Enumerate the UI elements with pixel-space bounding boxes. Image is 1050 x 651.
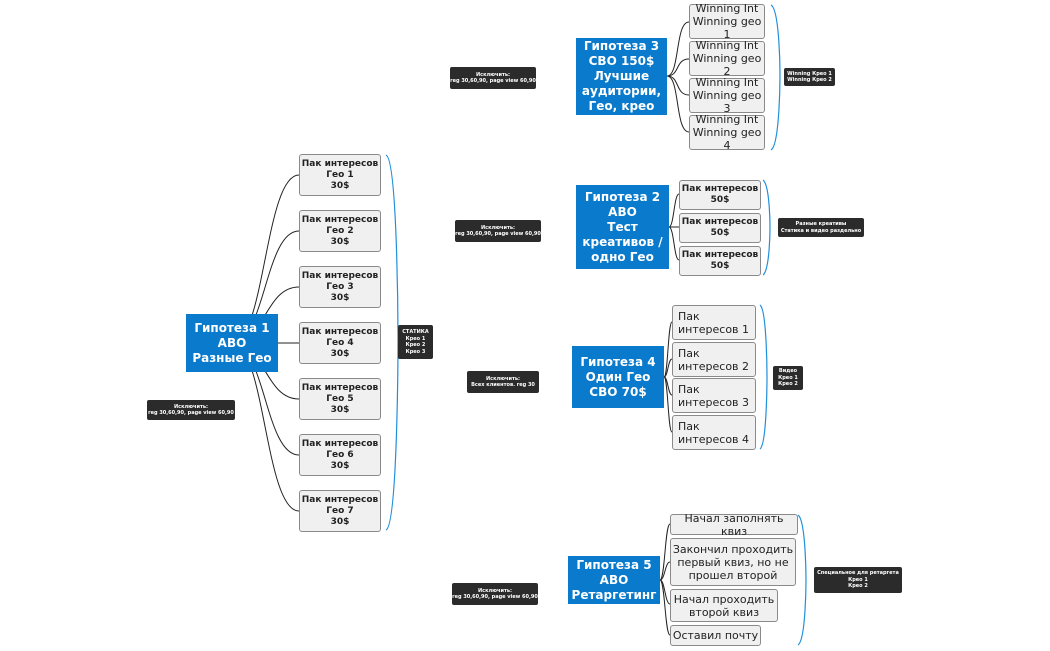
h1-item-6[interactable]: Пак интересов Гео 6 30$ <box>299 434 381 476</box>
hypothesis-4-creative-label: Видео Крео 1 Крео 2 <box>773 366 803 390</box>
h5-item-1[interactable]: Начал заполнять квиз <box>670 512 798 538</box>
h4-item-1[interactable]: Пак интересов 1 <box>672 305 756 340</box>
hypothesis-5-creative-label: Специальное для ретаргета Крео 1 Крео 2 <box>814 567 902 593</box>
hypothesis-4-node[interactable]: Гипотеза 4 Один Гео СВО 70$ <box>572 346 664 408</box>
h4-item-3[interactable]: Пак интересов 3 <box>672 378 756 413</box>
h3-item-2[interactable]: Winning Int Winning geo 2 <box>689 39 765 78</box>
h2-item-1[interactable]: Пак интересов 50$ <box>679 180 761 210</box>
hypothesis-3-exclude-note: Исключить: reg 30,60,90, page view 60,90 <box>450 67 536 89</box>
h3-item-4[interactable]: Winning Int Winning geo 4 <box>689 113 765 152</box>
hypothesis-2-creative-label: Разные креативы Статика и видео раздельн… <box>778 218 864 237</box>
hypothesis-2-exclude-note: Исключить: reg 30,60,90, page view 60,90 <box>455 220 541 242</box>
h1-item-2[interactable]: Пак интересов Гео 2 30$ <box>299 210 381 252</box>
hypothesis-3-node[interactable]: Гипотеза 3 СВО 150$ Лучшие аудитории, Ге… <box>576 38 667 115</box>
hypothesis-1-node[interactable]: Гипотеза 1 АВО Разные Гео <box>186 314 278 372</box>
h4-item-2[interactable]: Пак интересов 2 <box>672 342 756 377</box>
h2-item-3[interactable]: Пак интересов 50$ <box>679 246 761 276</box>
hypothesis-1-exclude-note: Исключить: reg 30,60,90, page view 60,90 <box>147 400 235 420</box>
hypothesis-1-creative-label: СТАТИКА Крео 1 Крео 2 Крео 3 <box>398 325 433 359</box>
h3-item-1[interactable]: Winning Int Winning geo 1 <box>689 2 765 41</box>
h5-item-4[interactable]: Оставил почту <box>670 625 761 646</box>
h5-item-2[interactable]: Закончил проходить первый квиз, но не пр… <box>670 538 796 586</box>
hypothesis-4-exclude-note: Исключить: Всех клиентов. reg 30 <box>467 371 539 393</box>
hypothesis-5-node[interactable]: Гипотеза 5 АВО Ретаргетинг <box>568 556 660 604</box>
h5-item-3[interactable]: Начал проходить второй квиз <box>670 589 778 622</box>
hypothesis-3-creative-label: Winning Крео 1 Winning Крео 2 <box>784 68 835 86</box>
h1-item-4[interactable]: Пак интересов Гео 4 30$ <box>299 322 381 364</box>
h1-item-7[interactable]: Пак интересов Гео 7 30$ <box>299 490 381 532</box>
h1-item-1[interactable]: Пак интересов Гео 1 30$ <box>299 154 381 196</box>
hypothesis-2-node[interactable]: Гипотеза 2 АВО Тест креативов / одно Гео <box>576 185 669 269</box>
h1-item-3[interactable]: Пак интересов Гео 3 30$ <box>299 266 381 308</box>
h2-item-2[interactable]: Пак интересов 50$ <box>679 213 761 243</box>
h1-item-5[interactable]: Пак интересов Гео 5 30$ <box>299 378 381 420</box>
hypothesis-5-exclude-note: Исключить: reg 30,60,90, page view 60,90 <box>452 583 538 605</box>
h3-item-3[interactable]: Winning Int Winning geo 3 <box>689 76 765 115</box>
h4-item-4[interactable]: Пак интересов 4 <box>672 415 756 450</box>
